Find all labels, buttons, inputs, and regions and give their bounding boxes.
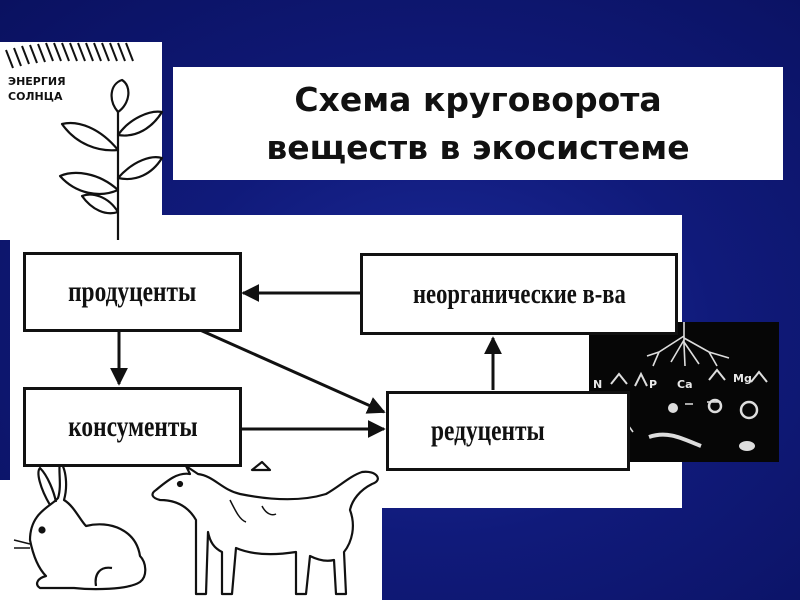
element-n: N bbox=[593, 378, 603, 391]
node-producers: продуценты bbox=[23, 252, 242, 332]
plant-icon bbox=[58, 78, 164, 240]
page-title: Схема круговорота веществ в экосистеме bbox=[266, 79, 690, 167]
title-box: Схема круговорота веществ в экосистеме bbox=[173, 67, 783, 180]
wolf-icon bbox=[151, 460, 379, 596]
sun-energy-label: ЭНЕРГИЯ СОЛНЦА bbox=[8, 75, 66, 103]
node-decomposers: редуценты bbox=[386, 391, 630, 471]
arrow-producers-to-decomposers bbox=[199, 328, 386, 414]
element-ca: Ca bbox=[677, 378, 693, 391]
node-inorganic-label: неорганические в-ва bbox=[412, 277, 626, 310]
node-consumers: консументы bbox=[23, 387, 242, 467]
node-inorganic: неорганические в-ва bbox=[360, 253, 678, 335]
sun-rays-icon bbox=[5, 42, 134, 69]
node-consumers-label: консументы bbox=[67, 410, 198, 443]
element-p: P bbox=[649, 378, 658, 391]
rabbit-icon bbox=[13, 460, 147, 591]
node-decomposers-label: редуценты bbox=[431, 414, 545, 447]
element-mg: Mg bbox=[733, 372, 752, 385]
node-producers-label: продуценты bbox=[68, 275, 197, 308]
